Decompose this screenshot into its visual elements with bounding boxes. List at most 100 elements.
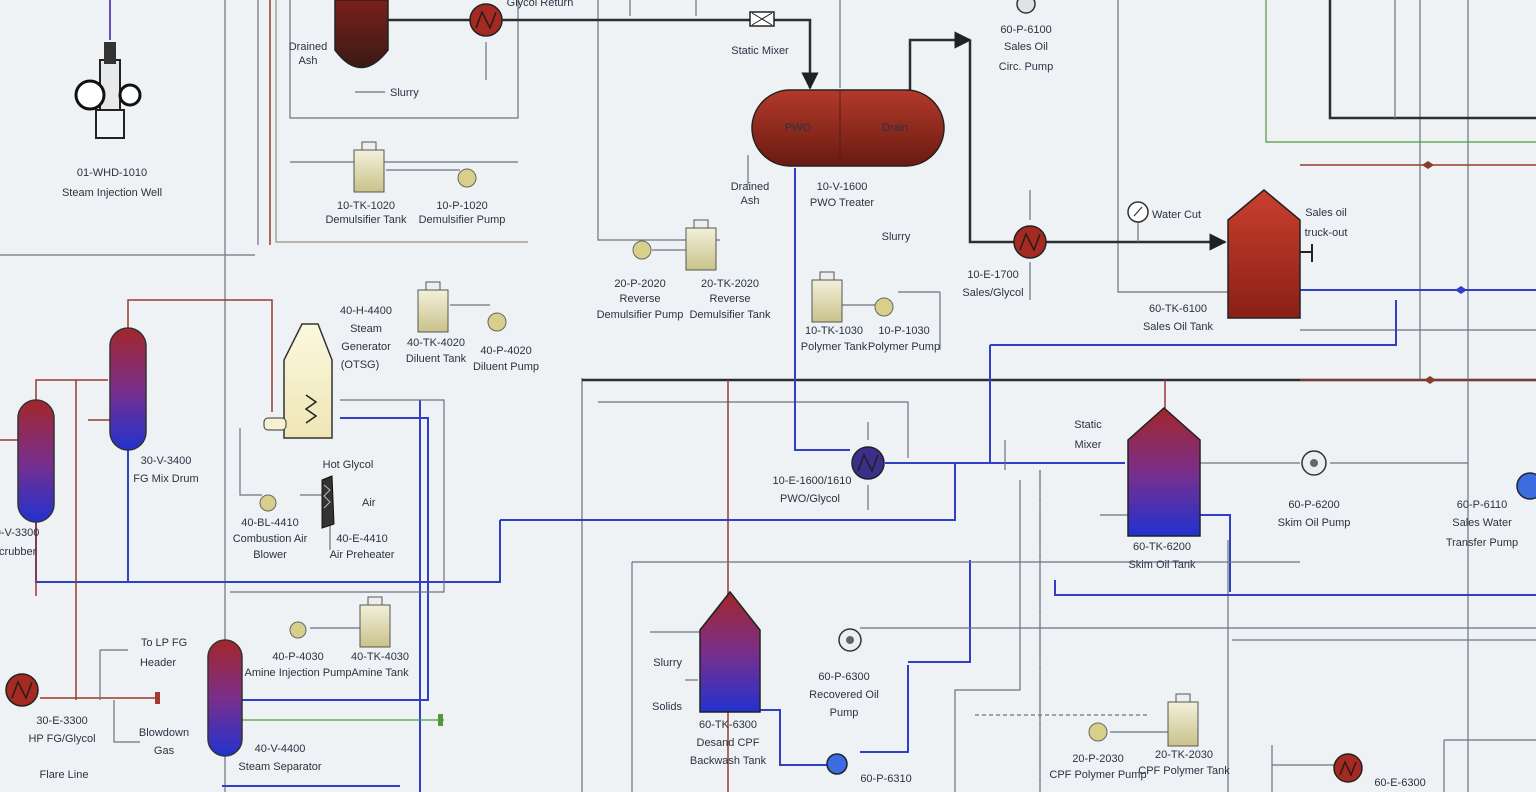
pwo-treater[interactable] [751,89,945,167]
label-skim-pump-name: Skim Oil Pump [1278,517,1351,529]
pwo-glycol-exchanger[interactable] [851,446,885,480]
label-pwo-right: Drain [882,122,908,134]
cpf-polymer-pump[interactable] [1088,722,1108,742]
water-cut-gauge[interactable] [1127,201,1149,223]
label-demulsifier-tank-name: Demulsifier Tank [325,214,407,226]
diluent-pump[interactable] [487,312,507,332]
label-diluent-pump-name: Diluent Pump [473,361,539,373]
label-blowdown: Blowdown [139,727,189,739]
label-combustion-blower-tag: 40-BL-4410 [241,517,299,529]
label-static-mixer-top: Static Mixer [731,45,789,57]
label-slurry-bot: Slurry [653,657,682,669]
label-amine-pump-name: Amine Injection Pump [245,667,352,679]
label-drained-top: Drained [289,41,328,53]
label-fg-drum-tag: 30-V-3400 [141,455,192,467]
label-pwo-treater-tag: 10-V-1600 [817,181,868,193]
label-diluent-tank-name: Diluent Tank [406,353,467,365]
label-pwo-treater-name: PWO Treater [810,197,875,209]
sales-glycol-exchanger[interactable] [1013,225,1047,259]
sales-oil-pump[interactable] [1016,0,1036,14]
cpf-polymer-tank[interactable] [1167,693,1199,747]
amine-injection-pump[interactable] [289,621,307,639]
label-sales-oil-pump-name2: Circ. Pump [999,61,1053,73]
steam-generator[interactable] [263,323,333,439]
static-mixer-top[interactable] [749,11,775,27]
top-heat-exchanger[interactable] [469,3,503,37]
label-reverse-pump-tag: 20-P-2020 [614,278,665,290]
reverse-demulsifier-tank[interactable] [685,219,717,271]
label-reverse-pump-name: Reverse [620,293,661,305]
label-desand-tank-name: Desand CPF [697,737,760,749]
skim-oil-tank[interactable] [1127,406,1201,537]
label-reverse-tank-name: Reverse [710,293,751,305]
label-sales-oil-tank-tag: 60-TK-6100 [1149,303,1207,315]
label-air: Air [362,497,376,509]
label-cpf-polymer-pump-name: CPF Polymer Pump [1049,769,1146,781]
bottom-transfer-pump[interactable] [826,753,848,775]
label-desand-tank-name2: Backwash Tank [690,755,767,767]
label-demulsifier-tank-tag: 10-TK-1020 [337,200,395,212]
label-polymer-tank-tag: 10-TK-1030 [805,325,863,337]
reverse-demulsifier-pump[interactable] [632,240,652,260]
label-skim-tank-name: Skim Oil Tank [1128,559,1196,571]
label-sales-oil-tank-name: Sales Oil Tank [1143,321,1214,333]
label-ash-mid: Ash [741,195,760,207]
label-cpf-polymer-tank-name: CPF Polymer Tank [1138,765,1230,777]
label-demulsifier-pump-name: Demulsifier Pump [419,214,506,226]
steam-separator[interactable] [207,639,243,757]
label-to-lp-header: To LP FG [141,637,187,649]
recovered-oil-pump[interactable] [838,628,862,652]
sales-oil-tank[interactable] [1227,189,1313,319]
desand-backwash-tank[interactable] [699,590,761,713]
label-bottom-right-hx-tag: 60-E-6300 [1374,777,1425,789]
air-preheater[interactable] [321,475,335,529]
polymer-tank[interactable] [811,271,843,323]
diluent-tank[interactable] [417,281,449,333]
label-reverse-pump-name2: Demulsifier Pump [597,309,684,321]
hp-fg-glycol-exchanger[interactable] [5,673,39,707]
bottom-right-exchanger[interactable] [1333,753,1363,783]
label-static-mixer-mid: Static [1074,419,1102,431]
label-polymer-pump-name: Polymer Pump [868,341,940,353]
label-slurry-mid: Slurry [882,231,911,243]
polymer-pump[interactable] [874,297,894,317]
fg-mix-drum[interactable] [109,327,147,451]
label-blowdown2: Gas [154,745,175,757]
label-air-preheater-tag: 40-E-4410 [336,533,387,545]
label-steam-gen-name: Steam [350,323,382,335]
label-steam-injection-well-name: Steam Injection Well [62,187,162,199]
drained-ash-vessel[interactable] [334,0,389,69]
steam-injection-wellhead[interactable] [74,0,142,139]
label-pwo-left: PWO [785,122,812,134]
scrubber-vessel[interactable] [17,399,55,523]
label-left-vessel-tag: 30-V-3300 [0,527,39,539]
label-fg-drum-name: FG Mix Drum [133,473,198,485]
label-hp-glycol-name: HP FG/Glycol [28,733,95,745]
label-recovered-oil-pump-tag: 60-P-6300 [818,671,869,683]
label-water-cut: Water Cut [1152,209,1201,221]
combustion-air-blower[interactable] [259,494,277,512]
label-sales-oil-pump-tag: 60-P-6100 [1000,24,1051,36]
label-transfer-pump-name: Sales Water [1452,517,1512,529]
label-transfer-pump-name2: Transfer Pump [1446,537,1518,549]
label-amine-tank-tag: 40-TK-4030 [351,651,409,663]
label-solids-bot: Solids [652,701,682,713]
label-cpf-polymer-tank-tag: 20-TK-2030 [1155,749,1213,761]
label-drained-mid: Drained [731,181,770,193]
amine-tank[interactable] [359,596,391,648]
demulsifier-tank[interactable] [353,141,385,193]
label-polymer-pump-tag: 10-P-1030 [878,325,929,337]
label-polymer-tank-name: Polymer Tank [801,341,868,353]
demulsifier-pump[interactable] [457,168,477,188]
label-hx-glycol-tag: 10-E-1700 [967,269,1018,281]
sales-water-transfer-pump[interactable] [1516,472,1536,500]
skim-oil-pump[interactable] [1301,450,1327,476]
label-recovered-oil-pump-name: Recovered Oil [809,689,879,701]
label-transfer-pump-tag: 60-P-6110 [1457,499,1508,511]
label-steam-gen-tag: 40-H-4400 [340,305,392,317]
label-sales-oil-pump-name: Sales Oil [1004,41,1048,53]
label-diluent-pump-tag: 40-P-4020 [480,345,531,357]
label-cpf-polymer-pump-tag: 20-P-2030 [1072,753,1123,765]
